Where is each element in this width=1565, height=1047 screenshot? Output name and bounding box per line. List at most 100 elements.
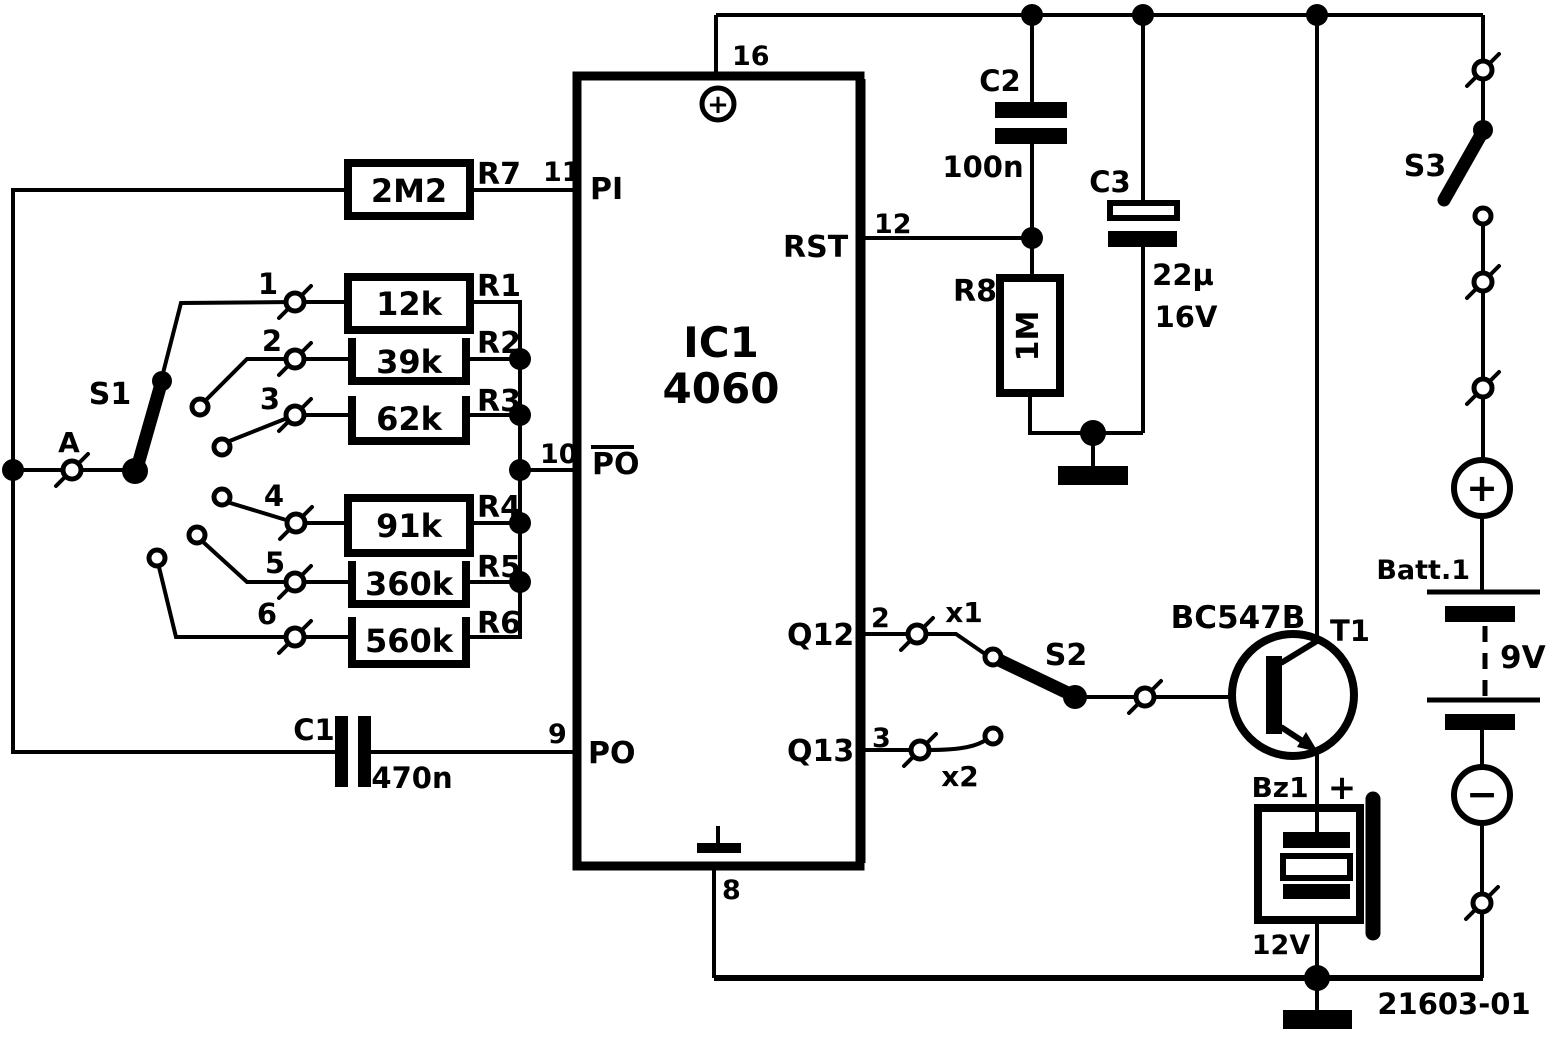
connector-pad xyxy=(902,732,938,768)
r3-ref: R3 xyxy=(477,384,521,419)
connector-pad xyxy=(277,397,313,433)
s2-x1-terminal xyxy=(982,646,1004,668)
board-connectors xyxy=(54,52,1501,921)
junction-dot xyxy=(509,348,531,370)
s2-lever xyxy=(994,654,1079,702)
ground-icon xyxy=(1058,466,1128,485)
pin-11: 11 xyxy=(543,157,581,188)
s1-ref: S1 xyxy=(89,377,131,412)
battery-minus-terminal-icon xyxy=(1451,764,1513,826)
pin-16: 16 xyxy=(732,41,770,72)
junction-dot xyxy=(1306,4,1328,26)
resistor-r1: 12k R1 xyxy=(344,269,521,334)
r1-ref: R1 xyxy=(477,269,521,304)
s1-pos-2: 2 xyxy=(262,324,282,358)
pin-12: 12 xyxy=(874,209,912,240)
connector-pad xyxy=(1464,885,1500,921)
ic1-4060: + IC1 4060 PI PO PO RST Q12 Q13 16 11 10… xyxy=(540,41,912,906)
battery-plus-terminal-icon xyxy=(1451,457,1513,519)
pin-9: 9 xyxy=(548,719,567,750)
resistor-r8: 1M R8 xyxy=(953,274,1064,397)
s1-common-label: A xyxy=(58,426,80,459)
connector-pad xyxy=(277,284,313,320)
connector-pad xyxy=(1127,679,1163,715)
buzzer-bz1: Bz1 + 12V xyxy=(1251,768,1381,961)
connector-pad xyxy=(1465,264,1501,300)
connector-pad xyxy=(278,505,314,541)
c3-value: 22µ xyxy=(1152,258,1214,292)
junction-dot xyxy=(509,404,531,426)
switch-s2: S2 x1 x2 xyxy=(941,596,1087,793)
t1-ref: T1 xyxy=(1330,614,1370,648)
c3-rating: 16V xyxy=(1155,300,1218,334)
c1-value: 470n xyxy=(371,761,452,795)
switch-s3: S3 xyxy=(1404,120,1494,227)
throw5-wire xyxy=(200,539,295,584)
r7-value: 2M2 xyxy=(371,172,447,210)
ic1-ref: IC1 xyxy=(683,318,759,367)
connector-pad xyxy=(899,616,935,652)
c1-ref: C1 xyxy=(293,713,334,747)
throw3-wire xyxy=(226,413,296,444)
s1-wiper-to-1 xyxy=(159,300,296,382)
r2-value: 39k xyxy=(376,343,443,381)
resistor-r2: 39k R2 xyxy=(348,326,521,385)
r2-ref: R2 xyxy=(477,326,521,361)
s2-x2-label: x2 xyxy=(941,760,979,793)
r6-value: 560k xyxy=(365,622,454,660)
s3-throw-terminal xyxy=(1472,205,1494,227)
figure-number: 21603-01 xyxy=(1377,987,1530,1021)
r8-value: 1M xyxy=(1011,311,1046,362)
r7-ref: R7 xyxy=(477,157,521,192)
battery-plus-sign: + xyxy=(1466,466,1498,510)
r4-ref: R4 xyxy=(477,490,521,525)
pin-3: 3 xyxy=(872,723,891,754)
c2-ref: C2 xyxy=(979,64,1020,98)
battery-ref: Batt.1 xyxy=(1376,555,1470,586)
throw2-wire xyxy=(202,357,295,404)
connector-pad xyxy=(54,452,90,488)
t1-base-bar xyxy=(1266,656,1282,734)
r4-value: 91k xyxy=(376,507,443,545)
s1-pos-5: 5 xyxy=(265,546,285,580)
throw4-wire xyxy=(226,500,297,525)
c2-value: 100n xyxy=(942,150,1023,184)
port-po: PO xyxy=(588,736,636,771)
pin-2: 2 xyxy=(871,603,890,634)
junction-dot xyxy=(1021,4,1043,26)
r6-ref: R6 xyxy=(477,606,521,641)
junction-dot xyxy=(1132,4,1154,26)
s1-throw6-terminal xyxy=(146,547,168,569)
x2-wire xyxy=(928,737,989,752)
port-rst: RST xyxy=(783,230,849,265)
s1-pos-4: 4 xyxy=(264,479,284,513)
r1-value: 12k xyxy=(376,285,443,323)
ic-ground-bar-icon xyxy=(697,843,741,853)
resistor-r3: 62k R3 xyxy=(348,384,521,445)
r5-value: 360k xyxy=(365,565,454,603)
pin-10: 10 xyxy=(540,439,578,470)
resistor-r7: 2M2 R7 xyxy=(344,157,521,220)
resistor-r5: 360k R5 xyxy=(348,550,521,608)
connector-pad xyxy=(277,341,313,377)
bz1-voltage: 12V xyxy=(1252,930,1311,961)
junction-dot xyxy=(1021,227,1043,249)
port-po-bar: PO xyxy=(592,447,640,482)
port-pi: PI xyxy=(590,172,623,207)
c3-ref: C3 xyxy=(1089,165,1130,199)
r3-value: 62k xyxy=(376,400,443,438)
r5-ref: R5 xyxy=(477,550,521,585)
t1-part: BC547B xyxy=(1171,600,1306,636)
resistor-r6: 560k R6 xyxy=(348,606,521,668)
junction-dots xyxy=(2,4,1330,991)
s2-x2-terminal xyxy=(982,725,1004,747)
junction-dot xyxy=(509,571,531,593)
throw6-wire xyxy=(157,566,295,639)
port-q12: Q12 xyxy=(787,618,854,653)
junction-dot xyxy=(509,512,531,534)
connector-pad xyxy=(277,564,313,600)
capacitor-c2: C2 100n xyxy=(942,64,1067,184)
s1-throw2-terminal xyxy=(189,396,211,418)
